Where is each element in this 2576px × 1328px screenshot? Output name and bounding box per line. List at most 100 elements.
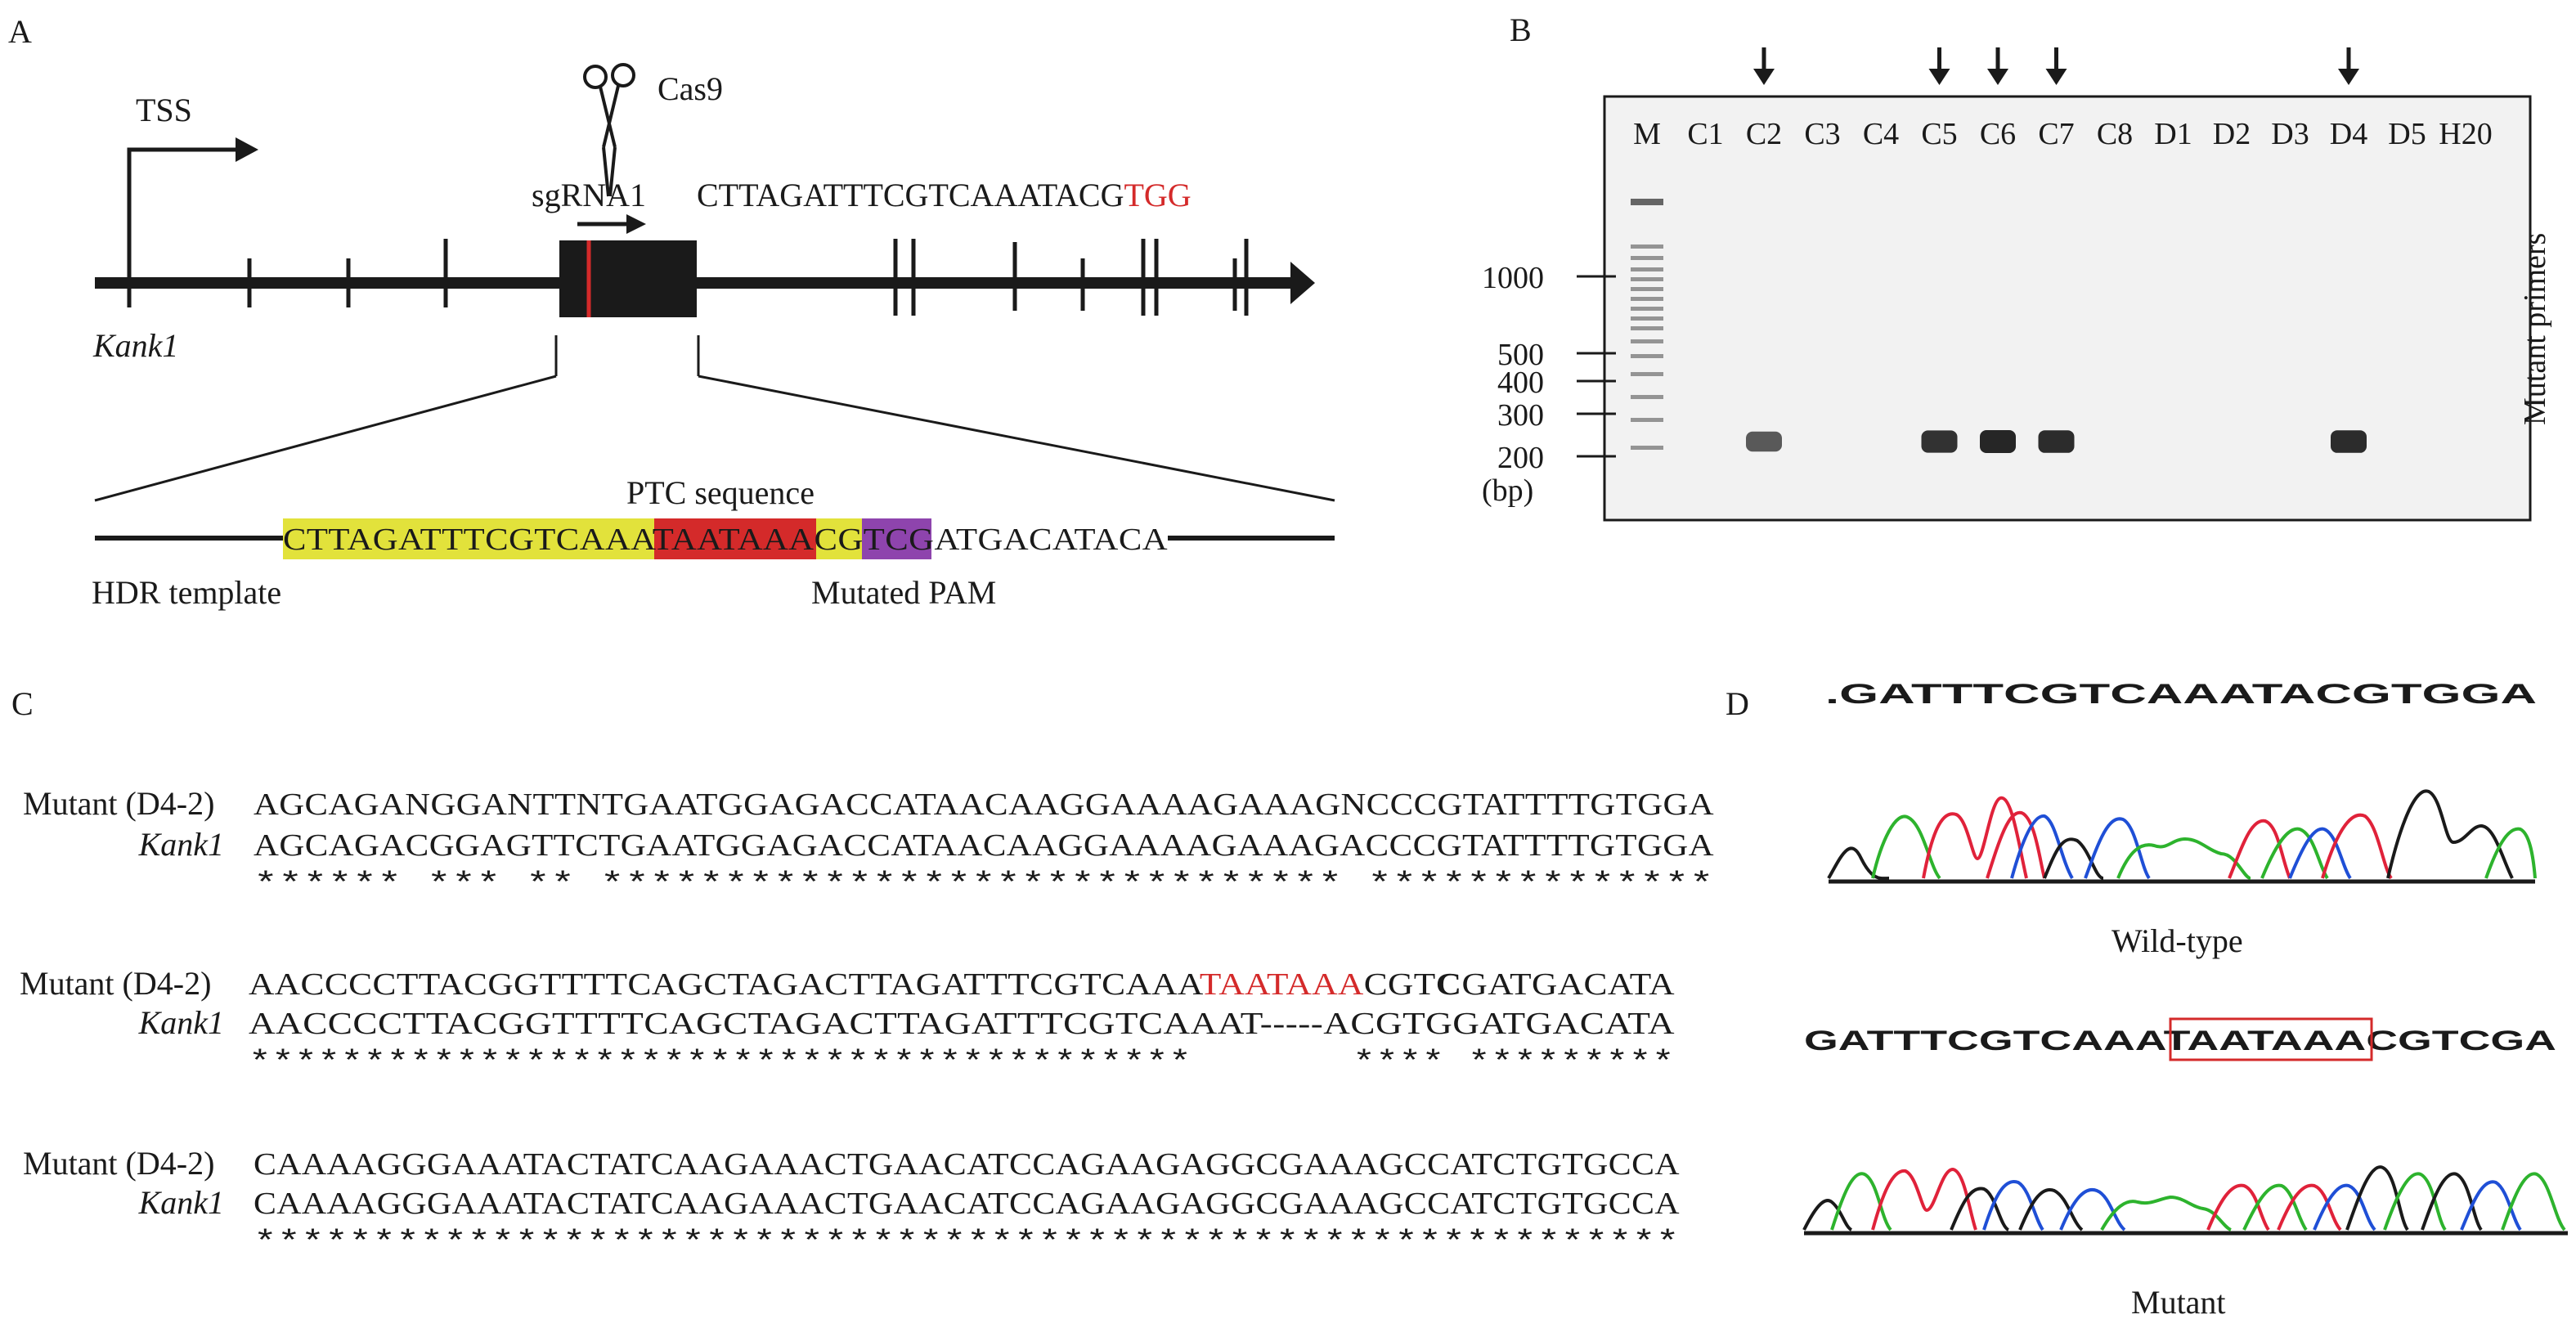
lane-label-c3: C3 (1804, 117, 1840, 151)
panel-b-letter: B (1510, 11, 1532, 48)
lane-label-c8: C8 (2097, 117, 2133, 151)
lane-label-d5: D5 (2388, 117, 2426, 151)
panel-b: B M C1 C2 C3 C4 C5 C6 C7 C8 D1 D2 D3 D4 D5 H20 1000 500… (1482, 11, 2552, 522)
c-block2-ptc-insert: TAATAAA (1200, 967, 1364, 1002)
wt-base-calls: .GATTTCGTCAAATACGTGGA (1825, 679, 2537, 710)
ladder-rung (1631, 418, 1663, 422)
band-c6 (1980, 430, 2016, 453)
mutated-pam-label: Mutated PAM (811, 574, 996, 611)
exon-ticks (127, 239, 1249, 316)
c-block3-wt-seq: CAAAAGGGAAATACTATCAAGAAACTGAACATCCAGAAGA… (254, 1187, 1680, 1221)
lane-label-d4: D4 (2330, 117, 2367, 151)
mutant-chromatogram (1802, 1165, 2568, 1236)
band-c2 (1746, 431, 1782, 452)
lane-label-m: M (1633, 117, 1661, 151)
lane-label-c7: C7 (2038, 117, 2074, 151)
c-block2-wt-seq: AACCCCTTACGGTTTTCAGCTAGACTTAGATTTCGTCAAA… (249, 1007, 1675, 1041)
size-marker-400: 400 (1497, 366, 1544, 400)
lane-label-c1: C1 (1687, 117, 1723, 151)
tss-label: TSS (136, 92, 192, 128)
zoom-left-line (94, 375, 557, 502)
down-arrow-icon-c2 (1753, 47, 1775, 85)
lane-label-c6: C6 (1980, 117, 2016, 151)
lane-labels: M C1 C2 C3 C4 C5 C6 C7 C8 D1 D2 D3 D4 D5 H20 (1633, 117, 2493, 151)
size-marker-300: 300 (1497, 398, 1544, 433)
gel-bands (1746, 430, 2367, 453)
down-arrow-icon-c7 (2045, 47, 2067, 85)
mutant-primers-label: Mutant primers (2518, 233, 2552, 425)
lane-label-c2: C2 (1746, 117, 1782, 151)
panel-c: C Mutant (D4-2) AGCAGANGGANTTNTGAATGGAGA… (11, 685, 1714, 1261)
down-arrow-icon-c6 (1987, 47, 2008, 85)
mutant-base-calls: GATTTCGTCAAATAATAAACGTCGA (1804, 1025, 2556, 1057)
ladder-rung (1631, 199, 1663, 205)
mutated-pam-region (862, 518, 931, 559)
c-block1-wt-label: Kank1 (138, 826, 224, 863)
ladder-rung (1631, 372, 1663, 376)
c-block2-conservation: ****************************************… (249, 1046, 1675, 1081)
panel-d-letter: D (1726, 685, 1749, 722)
c-block2-wt-label: Kank1 (138, 1004, 224, 1041)
tss-arrow (127, 147, 245, 282)
c-block3-mutant-seq: CAAAAGGGAAATACTATCAAGAAACTGAACATCCAGAAGA… (254, 1147, 1680, 1182)
sgrna-target-sequence: CTTAGATTTCGTCAAATACGTGG (697, 177, 1192, 213)
ladder-rung (1631, 256, 1663, 260)
tss-arrowhead (236, 137, 258, 162)
size-marker-500: 500 (1497, 338, 1544, 372)
lane-label-d2: D2 (2213, 117, 2251, 151)
down-arrow-icon-c5 (1928, 47, 1950, 85)
c-block1-wt-seq: AGCAGACGGAGTTCTGAATGGAGACCATAACAAGGAAAAG… (254, 828, 1714, 863)
panel-a: A TSS Cas9 sgRNA1 CTTAGATTTCGTCAAATACGTG… (8, 13, 1335, 611)
panel-c-letter: C (11, 685, 34, 722)
lane-label-d3: D3 (2271, 117, 2309, 151)
sgrna-arrowhead (626, 214, 646, 234)
ladder-rung (1631, 267, 1663, 271)
mutant-label: Mutant (2131, 1284, 2226, 1321)
down-arrow-icon-d4 (2338, 47, 2359, 85)
wild-type-label: Wild-type (2112, 922, 2243, 959)
gene-arrowhead (1290, 262, 1315, 304)
ladder-rung (1631, 287, 1663, 291)
ladder-rung (1631, 277, 1663, 281)
ladder-rung (1631, 245, 1663, 249)
lane-label-c5: C5 (1921, 117, 1957, 151)
band-c7 (2038, 430, 2075, 453)
ptc-box (2169, 1017, 2373, 1061)
ladder-rung (1631, 395, 1663, 399)
ptc-sequence-label: PTC sequence (626, 474, 815, 511)
c-block1-mutant-seq: AGCAGANGGANTTNTGAATGGAGACCATAACAAGGAAAAG… (254, 787, 1714, 822)
c-block1-mutant-label: Mutant (D4-2) (23, 785, 214, 822)
ladder-rung (1631, 339, 1663, 343)
ladder-rung (1631, 316, 1663, 321)
lane-label-d1: D1 (2154, 117, 2192, 151)
panel-d: D .GATTTCGTCAAATACGTGGA Wild-type GATTTC… (1726, 679, 2568, 1321)
lane-label-c4: C4 (1863, 117, 1899, 151)
size-marker-200: 200 (1497, 441, 1544, 475)
gene-name-label: Kank1 (92, 327, 178, 364)
lane-label-h20: H20 (2439, 117, 2492, 151)
sgrna-label: sgRNA1 (532, 177, 646, 213)
ladder-rung (1631, 297, 1663, 301)
target-exon (559, 240, 697, 317)
ladder-rung (1631, 326, 1663, 330)
size-marker-1000: 1000 (1482, 261, 1544, 295)
hdr-yellow-region-2 (816, 518, 862, 559)
band-d4 (2331, 430, 2367, 453)
zoom-right-line (698, 375, 1335, 502)
c-block3-conservation: ****************************************… (254, 1226, 1680, 1261)
c-block2-mutant-seq: AACCCCTTACGGTTTTCAGCTAGACTTAGATTTCGTCAAA… (249, 967, 1675, 1002)
ladder-rung (1631, 354, 1663, 358)
ladder-rung (1631, 446, 1663, 450)
c-block2-mutant-label: Mutant (D4-2) (20, 965, 211, 1002)
dna-ladder (1631, 199, 1663, 450)
hdr-template-label: HDR template (92, 574, 281, 611)
cas9-label: Cas9 (657, 70, 723, 107)
wt-chromatogram (1827, 789, 2537, 884)
panel-a-letter: A (8, 13, 32, 50)
c-block1-conservation: ****** *** ** **************************… (254, 868, 1714, 903)
c-block3-mutant-label: Mutant (D4-2) (23, 1145, 214, 1182)
band-c5 (1921, 430, 1958, 453)
hdr-yellow-region-1 (283, 518, 654, 559)
